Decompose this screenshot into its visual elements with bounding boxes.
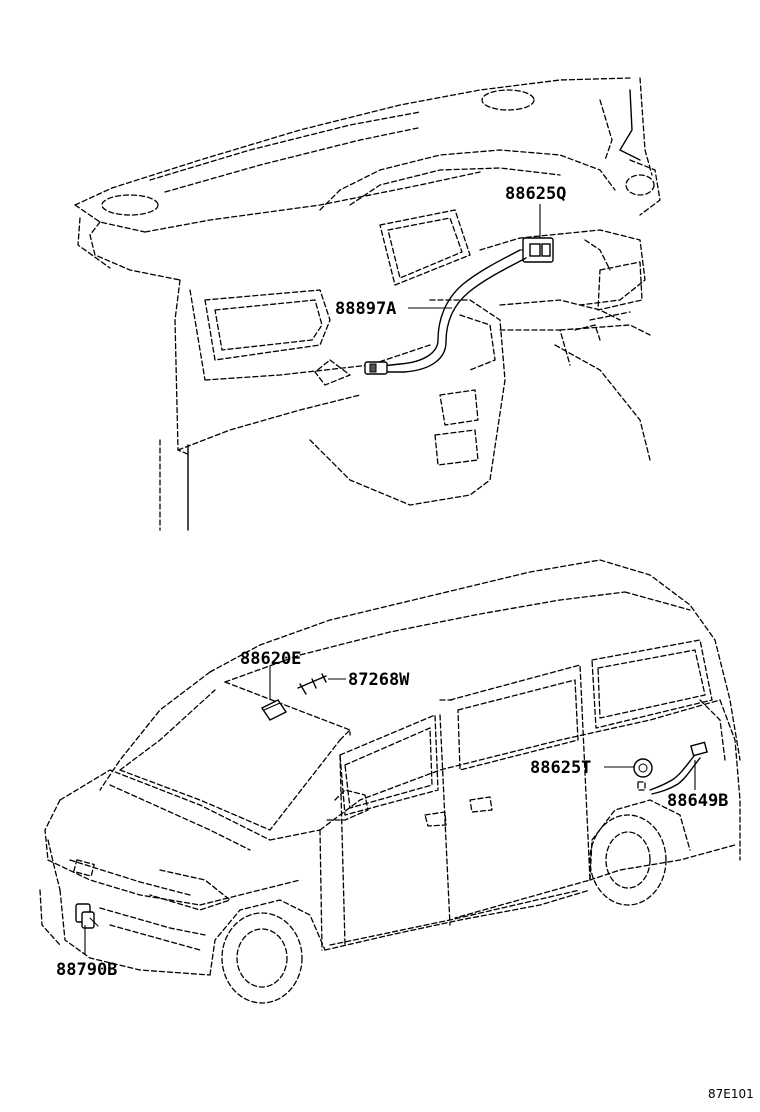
instrument-panel-illustration [74, 77, 661, 531]
label-88790B: 88790B [56, 960, 117, 980]
part-88625Q-illustration [519, 237, 554, 263]
part-88625T-illustration [633, 758, 653, 791]
figure-code: 87E101 [708, 1087, 754, 1101]
label-88649B: 88649B [667, 791, 728, 811]
label-88620E: 88620E [240, 649, 301, 669]
label-88897A: 88897A [335, 299, 396, 319]
label-87268W: 87268W [348, 670, 410, 690]
part-88790B-illustration [75, 903, 99, 929]
vehicle-illustration [39, 559, 741, 1004]
label-88625T: 88625T [530, 758, 591, 778]
part-87268W-illustration [297, 673, 327, 695]
label-88625Q: 88625Q [505, 184, 566, 204]
part-88897A-illustration [364, 249, 527, 375]
part-88620E-illustration [260, 699, 288, 721]
part-88649B-illustration [649, 741, 708, 795]
